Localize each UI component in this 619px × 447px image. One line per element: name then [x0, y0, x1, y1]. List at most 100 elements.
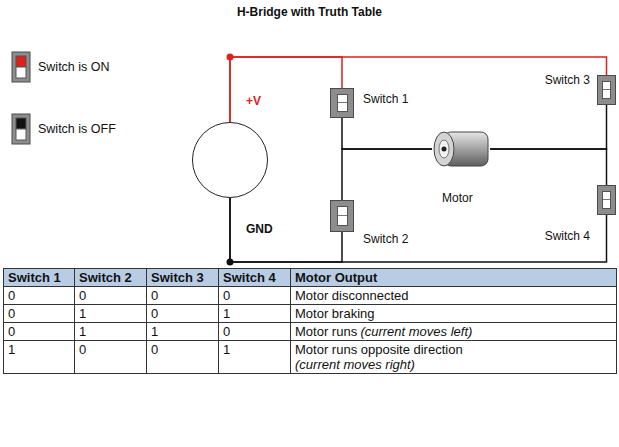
motor-face	[434, 132, 454, 166]
table-cell: 0	[4, 323, 75, 341]
switch-toggle	[337, 94, 348, 112]
table-cell-text: 0	[8, 324, 15, 339]
table-cell-text: 0	[8, 306, 15, 321]
table-cell-text: 0	[151, 288, 158, 303]
table-cell-text: Motor runs	[295, 324, 357, 339]
label-holder: Switch 3	[545, 70, 590, 88]
legend-on-icon	[12, 52, 30, 82]
table-cell-text: Motor braking	[295, 306, 374, 321]
table-cell: 0	[4, 287, 75, 305]
motor-hub	[439, 140, 449, 158]
table-cell-text: 0	[151, 342, 158, 357]
toggle-divider	[603, 82, 610, 90]
table-cell-text: 1	[79, 324, 86, 339]
switch-label: Switch 2	[363, 232, 408, 246]
table-row: 1 0 0 1 Motor runs opposite direction(curren…	[4, 341, 617, 374]
junction-dot	[227, 259, 234, 266]
ground-label: GND	[246, 222, 273, 236]
battery-source: +VGND	[192, 122, 268, 198]
table-cell: 1	[219, 341, 291, 374]
switch-box: Switch 1	[330, 88, 354, 118]
legend-text: Switch is ON	[38, 60, 110, 74]
diagram-title: H-Bridge with Truth Table	[0, 5, 619, 19]
table-cell-text: (current moves left)	[360, 324, 472, 339]
table-cell-text: 1	[8, 342, 15, 357]
table-cell: Motor disconnected	[291, 287, 617, 305]
table-header: Switch 1	[8, 270, 61, 285]
switch-box: Switch 4	[597, 185, 616, 215]
table-cell: 1	[147, 323, 219, 341]
table-row: 0000Motor disconnected	[4, 287, 617, 305]
switch-toggle	[602, 81, 611, 99]
table-cell-text: 1	[223, 306, 230, 321]
table-row: 0110Motor runs(current moves left)	[4, 323, 617, 341]
table-row: 0101Motor braking	[4, 305, 617, 323]
switch-label: Switch 3	[545, 73, 590, 87]
table-cell: Motor Output	[291, 269, 617, 287]
table-cell: Motor runs(current moves left)	[291, 323, 617, 341]
wire	[230, 57, 342, 122]
table-cell: 0	[147, 305, 219, 323]
table-cell: Switch 1	[4, 269, 75, 287]
motor-drawing	[432, 128, 490, 170]
table-cell: 0	[219, 323, 291, 341]
wire	[230, 198, 342, 262]
table-cell: 0	[219, 287, 291, 305]
legend-text: Switch is OFF	[38, 122, 116, 136]
switch-body	[12, 52, 30, 82]
table-cell: 0	[75, 341, 147, 374]
table-cell: Switch 4	[219, 269, 291, 287]
switch-box: Switch 3	[597, 75, 616, 105]
table-header: Motor Output	[295, 270, 377, 285]
table-cell-text: Motor disconnected	[295, 288, 408, 303]
switch-label: Switch 1	[363, 92, 408, 106]
table-header: Switch 3	[151, 270, 204, 285]
switch-toggle-base	[16, 67, 26, 78]
junction-dot	[227, 54, 234, 61]
switch-toggle	[602, 191, 611, 209]
table-cell-text: 0	[223, 324, 230, 339]
table-cell-text: 0	[79, 342, 86, 357]
table-cell: 1	[75, 323, 147, 341]
table-cell-text: 0	[8, 288, 15, 303]
label-holder: GND	[246, 219, 273, 237]
table-cell: Switch 2	[75, 269, 147, 287]
table-cell: 0	[75, 287, 147, 305]
wire	[230, 57, 607, 122]
toggle-divider	[603, 192, 610, 200]
label-holder: Switch 2	[363, 229, 408, 247]
table-cell: Motor runs opposite direction(current mo…	[291, 341, 617, 374]
wire	[342, 149, 432, 200]
table-cell: 0	[147, 341, 219, 374]
label-holder: Switch 1	[363, 89, 408, 107]
switch-toggle-on	[16, 56, 26, 67]
wire	[490, 149, 607, 185]
motor-symbol: Motor	[432, 128, 490, 170]
switch-body	[12, 114, 30, 144]
switch-toggle-off	[16, 118, 26, 129]
table-header-row: Switch 1 Switch 2 Switch 3 Switch 4 Motor Ou…	[4, 269, 617, 287]
connector-group	[230, 57, 607, 262]
toggle-divider	[338, 207, 347, 216]
table-cell: 1	[75, 305, 147, 323]
label-holder: +V	[246, 91, 261, 109]
truth-table: Switch 1 Switch 2 Switch 3 Switch 4 Motor Ou…	[3, 268, 617, 374]
legend-off-icon	[12, 114, 30, 144]
table-header: Switch 2	[79, 270, 132, 285]
table-cell-text: Motor runs opposite direction	[295, 342, 463, 357]
table-cell-text: (current moves right)	[295, 357, 612, 372]
table-cell: 1	[219, 305, 291, 323]
table-cell: Motor braking	[291, 305, 617, 323]
table-cell-text: 0	[151, 306, 158, 321]
wire	[342, 118, 432, 149]
table-cell: 1	[4, 341, 75, 374]
table-cell: 0	[4, 305, 75, 323]
table-cell: 0	[147, 287, 219, 305]
switch-label: Switch 4	[545, 229, 590, 243]
label-holder: Switch 4	[545, 226, 590, 244]
toggle-divider	[338, 95, 347, 103]
table-cell-text: 1	[223, 342, 230, 357]
motor-shaft	[442, 147, 447, 152]
label-holder: Motor	[442, 188, 473, 206]
table-header: Switch 4	[223, 270, 276, 285]
